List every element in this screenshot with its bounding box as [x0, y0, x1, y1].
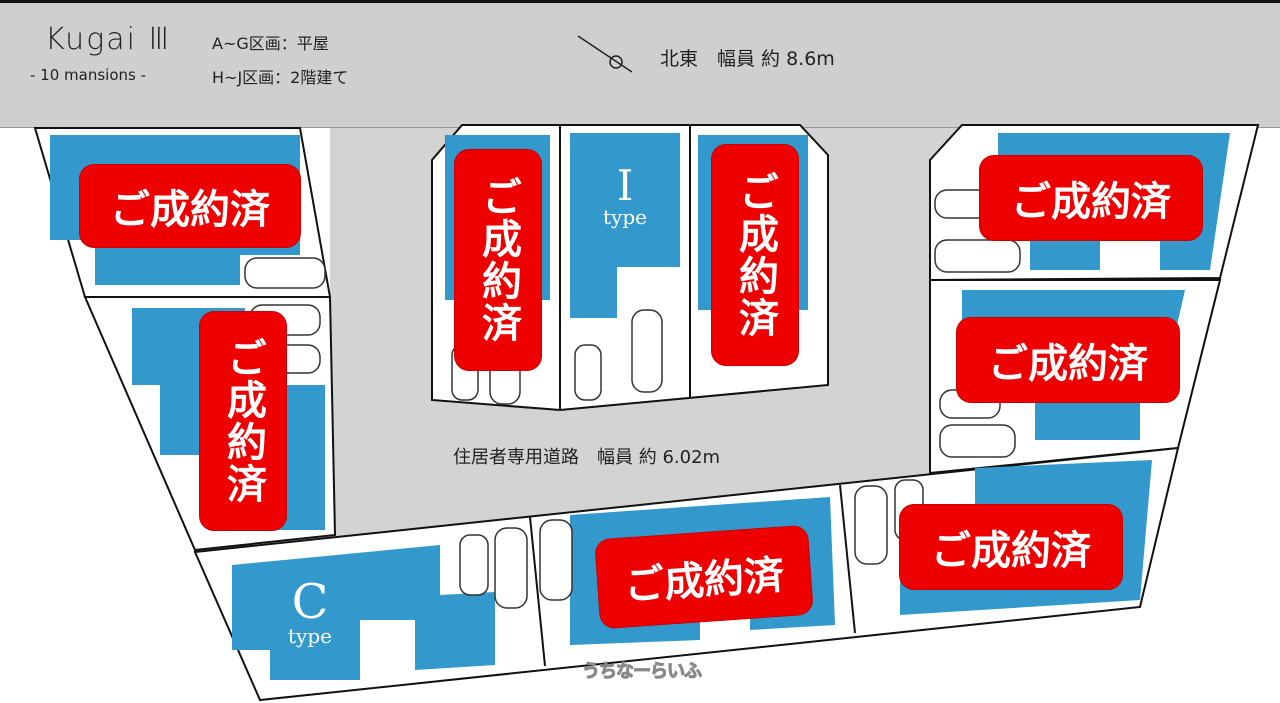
- sold-stamp: ご成約済: [900, 505, 1122, 589]
- sold-stamp: ご成約済: [200, 312, 286, 530]
- logo: Kugai Ⅲ: [45, 22, 172, 57]
- sold-stamp: ご成約済: [712, 145, 798, 365]
- sold-stamp: ご成約済: [957, 318, 1179, 402]
- lot-note-1: A~G区画：平屋: [212, 34, 329, 53]
- compass-icon: [577, 35, 633, 73]
- private-road-label: 住居者専用道路 幅員 約 6.02m: [453, 447, 721, 468]
- header-band: [0, 0, 1280, 128]
- front-road-label: 北東 幅員 約 8.6m: [660, 48, 835, 70]
- sold-stamp: ご成約済: [80, 165, 300, 247]
- sold-stamp: ご成約済: [455, 150, 541, 370]
- watermark: うちなーらいふ: [582, 661, 703, 683]
- sold-stamp: ご成約済: [980, 156, 1202, 240]
- subtitle: - 10 mansions -: [30, 66, 147, 84]
- sold-stamp: ご成約済: [595, 525, 813, 629]
- lot-note-2: H~J区画：2階建て: [212, 68, 349, 87]
